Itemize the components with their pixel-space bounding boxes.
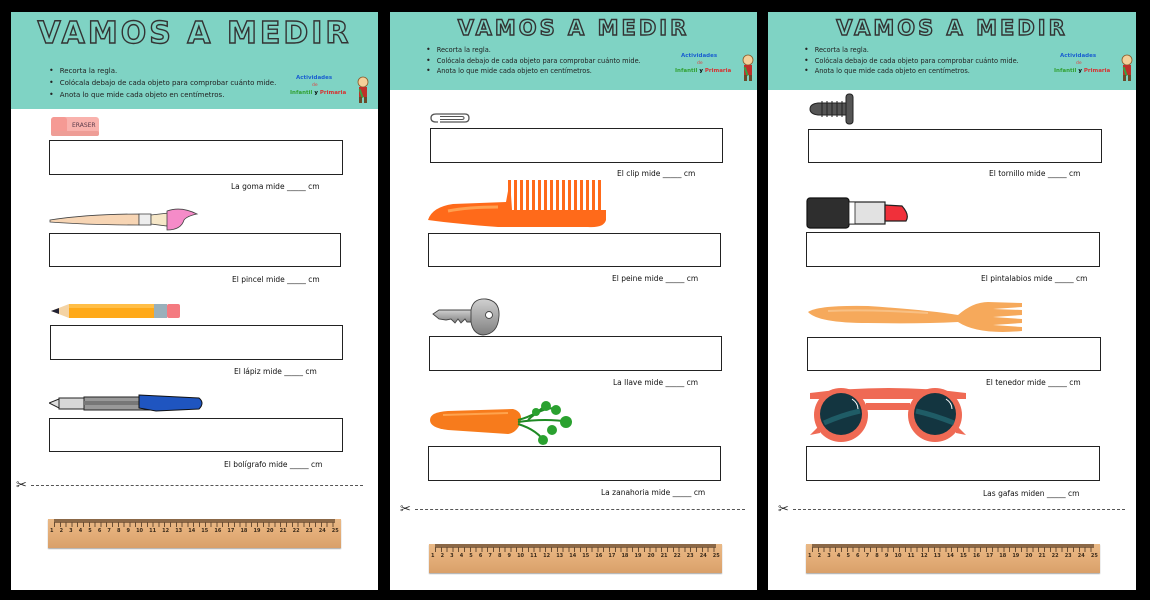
- instructions-list: Recorta la regla. Colócala debajo de cad…: [804, 45, 1019, 77]
- measure-caption: El tornillo mide _____ cm: [989, 169, 1081, 178]
- answer-box[interactable]: [50, 325, 343, 360]
- logo-text: Actividades: [1060, 53, 1097, 59]
- answer-box[interactable]: [807, 337, 1101, 371]
- logo-text: de: [312, 83, 318, 88]
- logo-text: Infantil y Primaria: [675, 68, 732, 74]
- lipstick-icon: [806, 197, 908, 229]
- answer-box[interactable]: [806, 232, 1100, 267]
- logo: Actividades de Infantil y Primaria: [675, 52, 755, 86]
- answer-box[interactable]: [49, 233, 341, 267]
- sunglasses-icon: [810, 388, 966, 442]
- worksheet-page-2: VAMOS A MEDIR Recorta la regla. Colócala…: [390, 12, 757, 590]
- instruction-item: Recorta la regla.: [804, 45, 1019, 56]
- measure-caption: El pintalabios mide _____ cm: [981, 274, 1088, 283]
- logo-text: Actividades: [681, 53, 718, 59]
- logo-text: Actividades: [296, 75, 333, 81]
- logo: Actividades de Infantil y Primaria: [1054, 52, 1134, 86]
- instruction-item: Anota lo que mide cada objeto en centíme…: [804, 66, 1019, 77]
- worksheet-page-3: VAMOS A MEDIR Recorta la regla. Colócala…: [768, 12, 1136, 590]
- scissors-icon: ✂: [778, 502, 789, 517]
- page-title: VAMOS A MEDIR: [457, 15, 690, 40]
- scissors-icon: ✂: [400, 502, 411, 517]
- key-icon: [432, 298, 500, 336]
- screw-icon: [809, 93, 854, 125]
- answer-box[interactable]: [430, 128, 723, 163]
- kid-mascot-icon: [1121, 54, 1133, 81]
- logo: Actividades de Infantil y Primaria: [290, 74, 370, 108]
- measure-caption: La goma mide _____ cm: [231, 182, 320, 191]
- measure-caption: El peine mide _____ cm: [612, 274, 699, 283]
- page-title: VAMOS A MEDIR: [37, 15, 352, 51]
- answer-box[interactable]: [49, 140, 343, 175]
- measure-caption: La llave mide _____ cm: [613, 378, 699, 387]
- answer-box[interactable]: [428, 446, 721, 481]
- instruction-item: Anota lo que mide cada objeto en centíme…: [426, 66, 641, 77]
- kid-mascot-icon: [742, 54, 754, 81]
- answer-box[interactable]: [428, 233, 721, 267]
- comb-icon: [428, 180, 606, 228]
- instructions-list: Recorta la regla. Colócala debajo de cad…: [426, 45, 641, 77]
- scissors-icon: ✂: [16, 478, 27, 493]
- measure-caption: El tenedor mide _____ cm: [986, 378, 1081, 387]
- kid-mascot-icon: [357, 76, 369, 103]
- measure-caption: La zanahoria mide _____ cm: [601, 488, 706, 497]
- worksheet-header: VAMOS A MEDIR Recorta la regla. Colócala…: [768, 12, 1136, 90]
- worksheet-page-1: VAMOS A MEDIR Recorta la regla. Colócala…: [11, 12, 378, 590]
- instruction-item: Colócala debajo de cada objeto para comp…: [804, 56, 1019, 67]
- measure-caption: El lápiz mide _____ cm: [234, 367, 317, 376]
- instructions-list: Recorta la regla. Colócala debajo de cad…: [49, 65, 277, 101]
- fork-icon: [808, 302, 1022, 332]
- measure-caption: El clip mide _____ cm: [617, 169, 696, 178]
- instruction-item: Colócala debajo de cada objeto para comp…: [49, 77, 277, 89]
- cut-line: [415, 509, 745, 510]
- paintbrush-icon: [49, 208, 199, 231]
- measure-caption: El pincel mide _____ cm: [232, 275, 320, 284]
- worksheet-header: VAMOS A MEDIR Recorta la regla. Colócala…: [390, 12, 757, 90]
- svg-text:ERASER: ERASER: [72, 122, 96, 129]
- answer-box[interactable]: [808, 129, 1102, 163]
- answer-box[interactable]: [49, 418, 343, 452]
- worksheet-header: VAMOS A MEDIR Recorta la regla. Colócala…: [11, 12, 378, 109]
- measure-caption: Las gafas miden _____ cm: [983, 489, 1080, 498]
- logo-text: de: [697, 61, 703, 66]
- answer-box[interactable]: [429, 336, 722, 371]
- answer-box[interactable]: [806, 446, 1100, 481]
- cut-line: [31, 485, 363, 486]
- instruction-item: Anota lo que mide cada objeto en centíme…: [49, 89, 276, 101]
- eraser-icon: ERASER: [51, 117, 99, 136]
- carrot-icon: [430, 401, 572, 445]
- logo-text: de: [1076, 61, 1082, 66]
- paperclip-icon: [430, 113, 470, 123]
- logo-text: Infantil y Primaria: [290, 90, 347, 96]
- instruction-item: Colócala debajo de cada objeto para comp…: [426, 56, 641, 67]
- instruction-item: Recorta la regla.: [49, 65, 276, 77]
- cut-line: [793, 509, 1125, 510]
- page-title: VAMOS A MEDIR: [836, 15, 1068, 40]
- pencil-icon: [51, 304, 180, 318]
- pen-icon: [49, 394, 203, 412]
- logo-text: Infantil y Primaria: [1054, 68, 1111, 74]
- measure-caption: El bolígrafo mide _____ cm: [224, 460, 323, 469]
- instruction-item: Recorta la regla.: [426, 45, 641, 56]
